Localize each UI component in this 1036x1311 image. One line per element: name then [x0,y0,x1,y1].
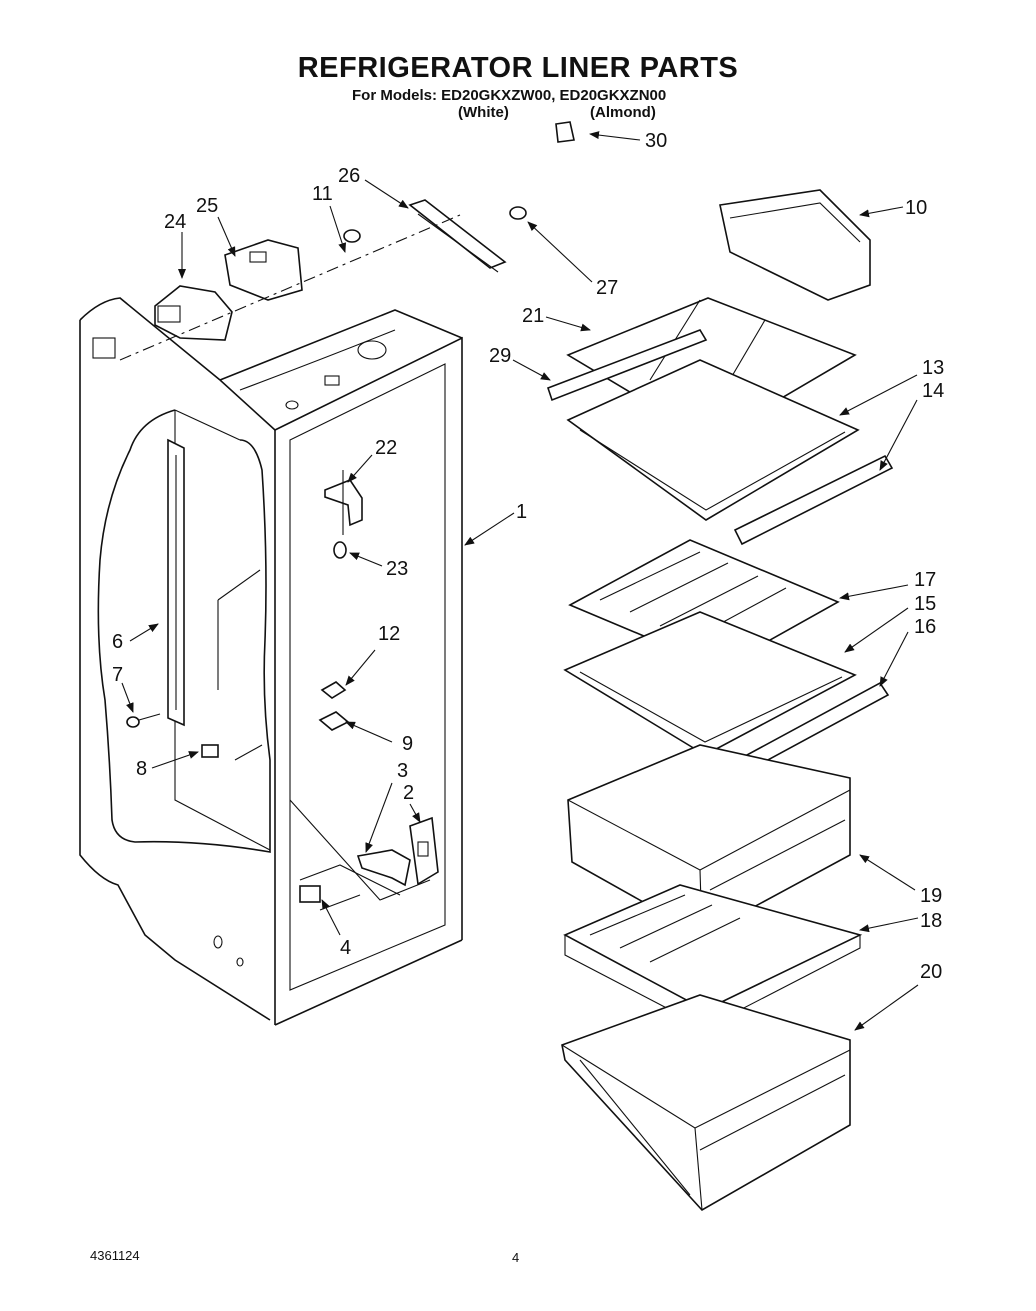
shelf-rail-29 [546,329,708,402]
page-number: 4 [512,1250,520,1265]
door-bin-10 [719,189,871,301]
callout-12: 12 [378,623,400,645]
callout-30: 30 [645,130,667,152]
document-number: 4361124 [90,1248,140,1263]
callout-22: 22 [375,437,397,459]
crisper-drawer-19 [567,744,851,936]
drawer-cover-18 [563,884,863,1029]
callout-29: 29 [489,345,511,367]
screw-7 [126,713,161,728]
color-almond-label: (Almond) [590,104,656,121]
screw-11 [343,229,361,243]
callout-6: 6 [112,631,123,653]
model-numbers: For Models: ED20GKXZW00, ED20GKXZN00 [352,87,667,104]
callout-3: 3 [397,760,408,782]
callout-26: 26 [338,165,360,187]
color-white-label: (White) [458,104,509,121]
callout-18: 18 [920,910,942,932]
pin-12 [320,681,347,699]
block-4 [299,885,321,903]
callout-20: 20 [920,961,942,983]
callout-4: 4 [340,937,351,959]
callout-24: 24 [164,211,186,233]
bracket-22 [324,470,363,535]
shelf-track [167,438,185,727]
callout-2: 2 [403,782,414,804]
screw-23 [333,541,347,559]
callout-13: 13 [922,357,944,379]
callout-16: 16 [914,616,936,638]
callout-23: 23 [386,558,408,580]
callout-7: 7 [112,664,123,686]
screw-27 [509,206,527,220]
callout-1: 1 [516,501,527,523]
bracket-25 [224,239,303,301]
leader-lines [121,131,919,1031]
callout-25: 25 [196,195,218,217]
callout-21: 21 [522,305,544,327]
page-title: REFRIGERATOR LINER PARTS [297,52,739,84]
callout-19: 19 [920,885,942,907]
bracket-3 [356,849,411,887]
drawer-20 [561,994,851,1212]
bracket-2 [409,816,439,886]
pin-9 [318,711,350,731]
callout-11: 11 [312,183,333,205]
clip-30 [555,121,575,143]
callout-9: 9 [402,733,413,755]
cover-frame-15 [563,611,857,756]
shelf-frame-13 [566,359,860,521]
callout-17: 17 [914,569,936,591]
callout-27: 27 [596,277,618,299]
callout-8: 8 [136,758,147,780]
light-housing-24 [154,285,233,341]
callout-15: 15 [914,593,936,615]
trim-26 [408,199,507,273]
shelf-trim-14 [733,454,894,546]
callout-10: 10 [905,197,927,219]
refrigerator-liner [79,297,463,1026]
clip-8 [201,744,219,758]
callout-14: 14 [922,380,944,402]
